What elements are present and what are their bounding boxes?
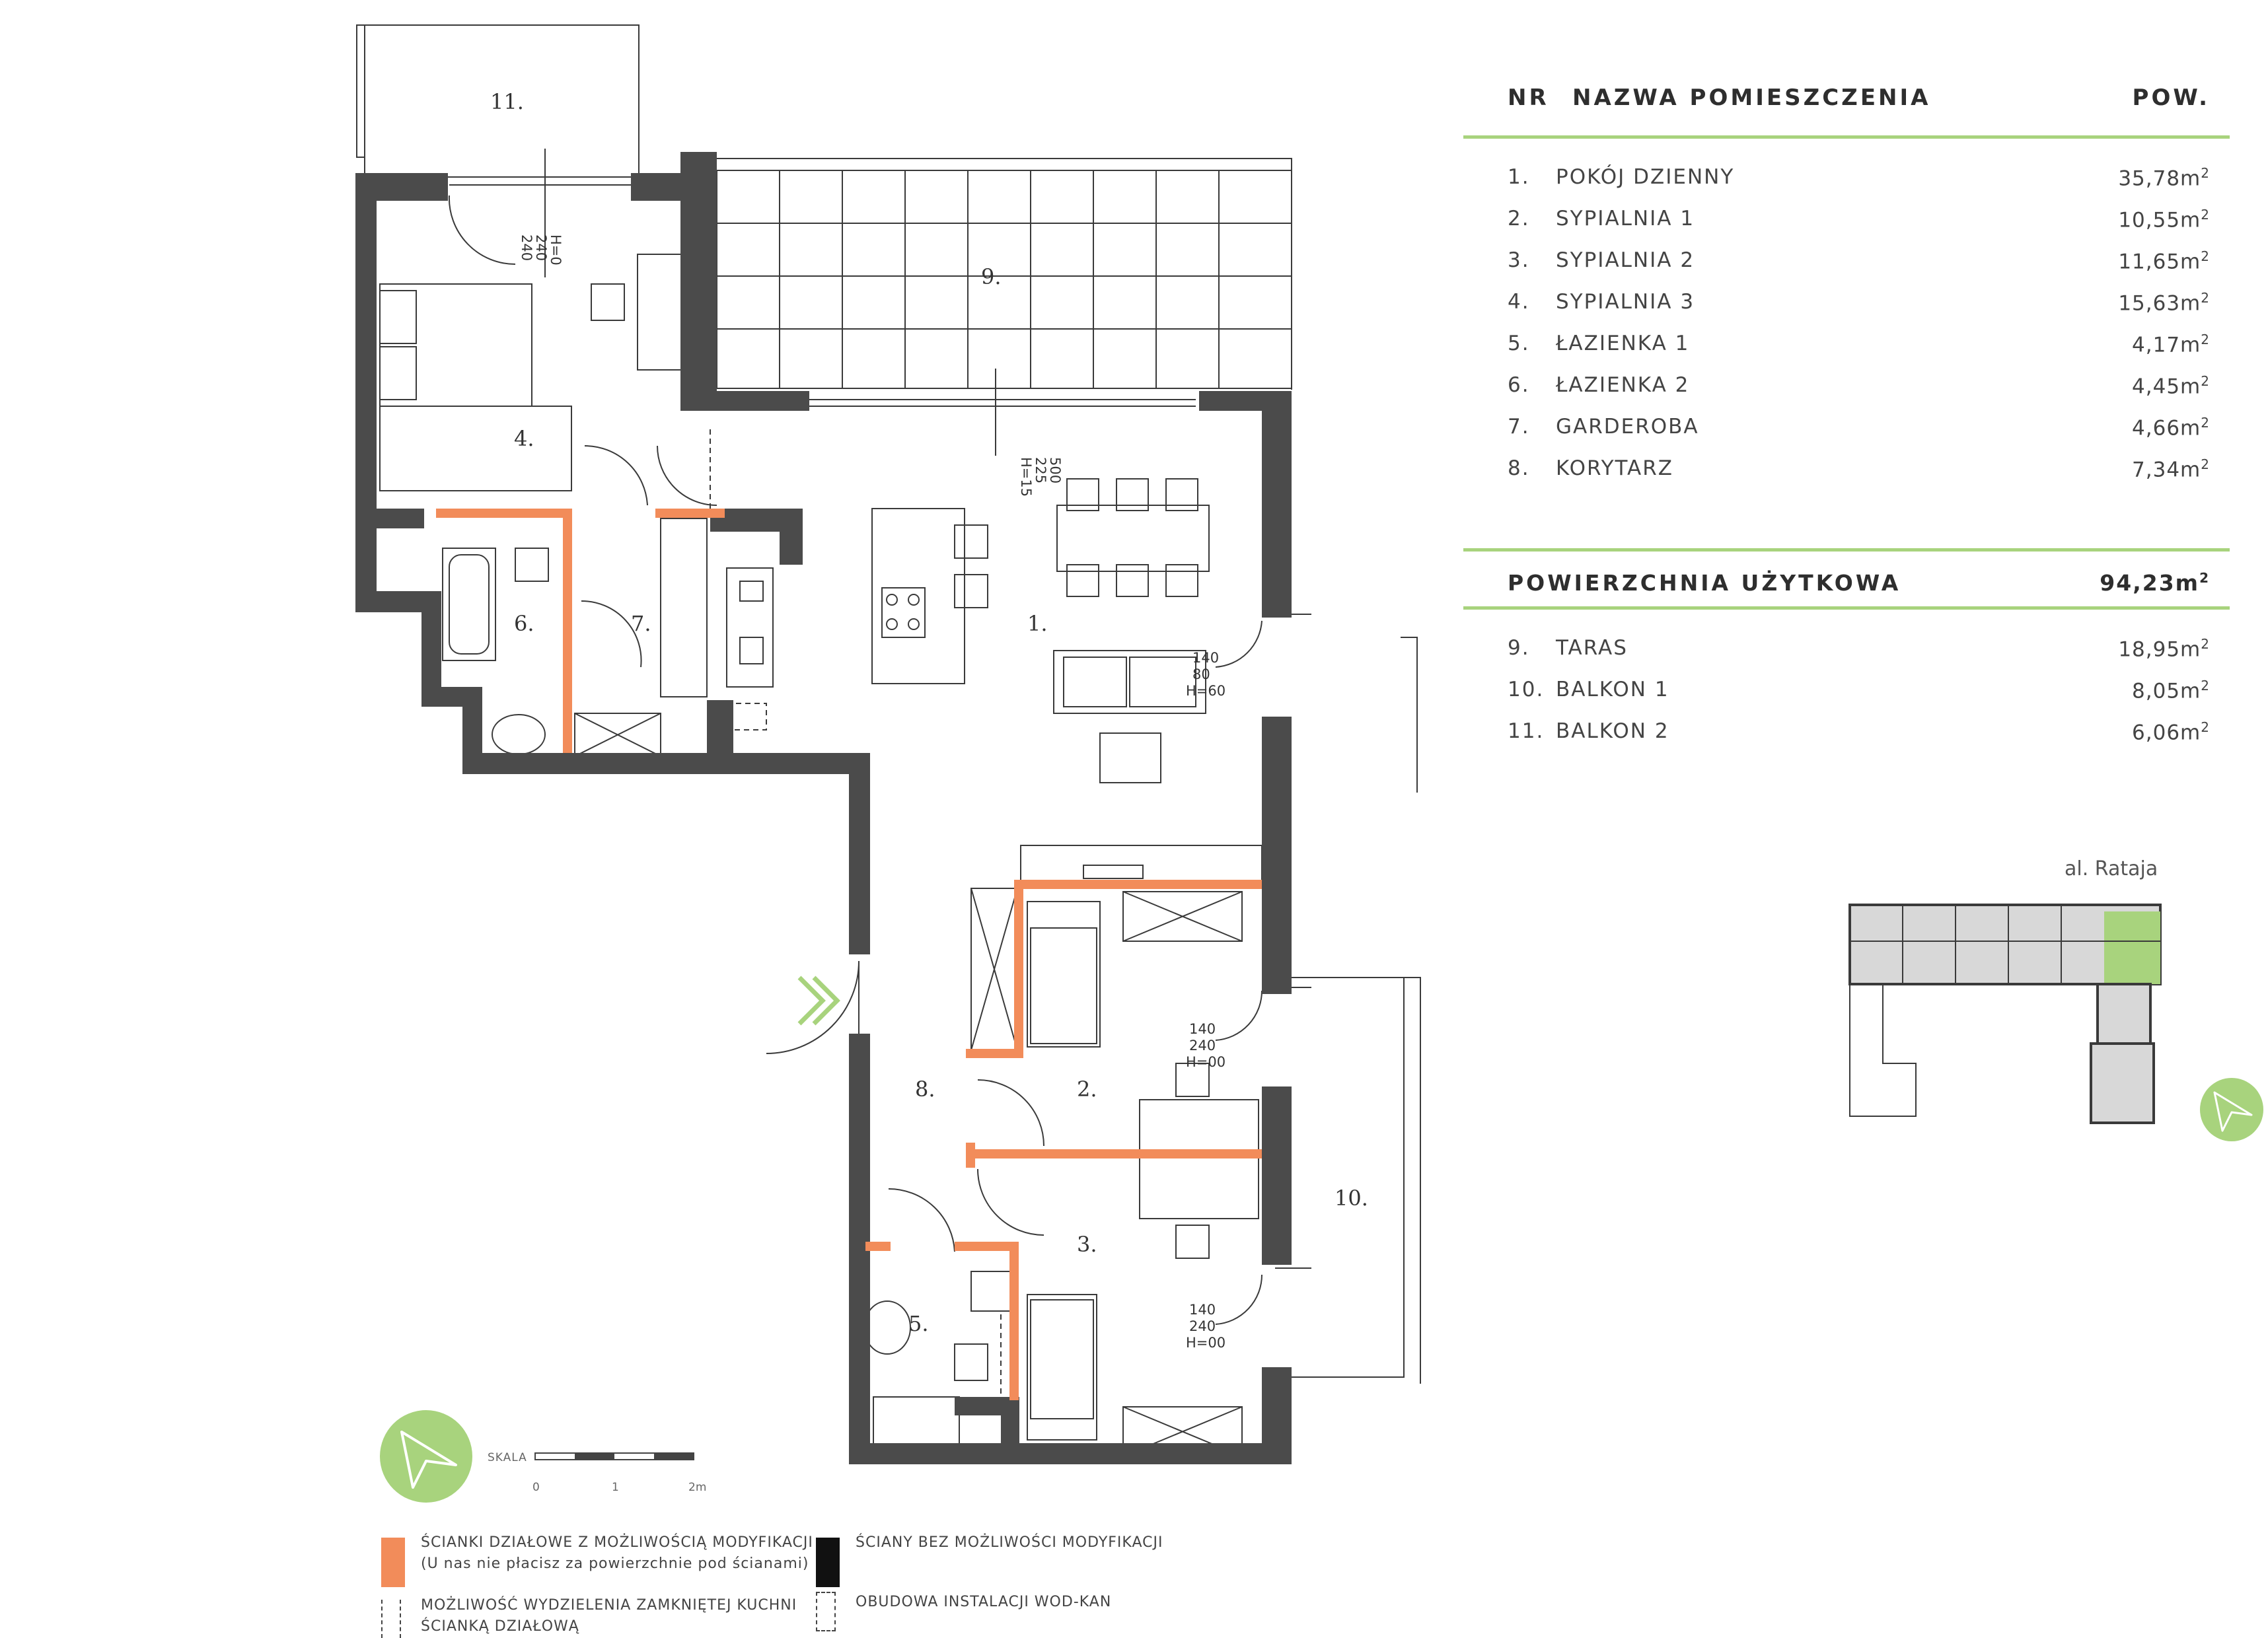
table-row: 1.POKÓJ DZIENNY 35,78m2 — [1508, 165, 2210, 191]
window-dims-bedroom2: 140 240 H=00 — [1186, 1302, 1225, 1351]
bathtub — [442, 548, 496, 661]
divider — [1463, 548, 2230, 552]
svg-text:80: 80 — [1192, 666, 1210, 682]
room-label-8: 8. — [915, 1077, 935, 1102]
scale-mark-0: 0 — [532, 1481, 540, 1494]
svg-text:H=00: H=00 — [1186, 1335, 1225, 1351]
table-row: 7.GARDEROBA 4,66m2 — [1508, 415, 2210, 441]
bed-room4 — [379, 283, 532, 407]
svg-text:140: 140 — [1189, 1302, 1216, 1318]
window-dims-living: 140 80 H=60 — [1186, 650, 1225, 699]
legend-kitchen-text: MOŻLIWOŚĆ WYDZIELENIA ZAMKNIĘTEJ KUCHNI … — [421, 1597, 797, 1635]
table-row: 2.SYPIALNIA 1 10,55m2 — [1508, 207, 2210, 232]
modifiable-partitions — [436, 509, 1262, 1400]
table-row: 10.BALKON 1 8,05m2 — [1508, 678, 2210, 703]
room-label-1: 1. — [1027, 611, 1048, 636]
room-label-4: 4. — [514, 426, 534, 451]
legend-black-swatch — [816, 1538, 840, 1587]
legend-orange-text: ŚCIANKI DZIAŁOWE Z MOŻLIWOŚCIĄ MODYFIKAC… — [421, 1534, 813, 1572]
locator-map — [1848, 904, 2263, 1141]
svg-text:H=00: H=00 — [1186, 1054, 1225, 1070]
legend-black-text: ŚCIANY BEZ MOŻLIWOŚCI MODYFIKACJI — [856, 1534, 1163, 1551]
svg-text:140: 140 — [1189, 1021, 1216, 1037]
svg-text:240: 240 — [519, 234, 534, 261]
scale-bar — [534, 1452, 694, 1460]
scale-mark-2: 2m — [688, 1481, 707, 1494]
svg-text:240: 240 — [1189, 1318, 1216, 1334]
table-row: 8.KORYTARZ 7,34m2 — [1508, 456, 2210, 482]
table-row: 4.SYPIALNIA 3 15,63m2 — [1508, 290, 2210, 316]
total-area-row: POWIERZCHNIA UŻYTKOWA 94,23m2 — [1508, 570, 2210, 596]
svg-text:H=60: H=60 — [1186, 683, 1225, 699]
svg-text:240: 240 — [1189, 1038, 1216, 1053]
legend-wodkan-text: OBUDOWA INSTALACJI WOD-KAN — [856, 1594, 1112, 1610]
table-row: 6.ŁAZIENKA 2 4,45m2 — [1508, 373, 2210, 399]
legend-kitchen-swatch — [381, 1600, 401, 1638]
svg-text:140: 140 — [1192, 650, 1219, 666]
entry-door-swing — [766, 960, 860, 1054]
svg-text:225: 225 — [1033, 457, 1048, 483]
room-label-3: 3. — [1077, 1232, 1097, 1257]
window-dims-terrace: 500 225 H=15 — [1018, 457, 1063, 497]
room-label-5: 5. — [908, 1311, 929, 1336]
table-header: NR NAZWA POMIESZCZENIA POW. — [1463, 85, 2230, 124]
legend-orange-swatch — [381, 1538, 405, 1587]
scale-mark-1: 1 — [612, 1481, 619, 1494]
kitchen-island — [871, 508, 965, 684]
terrace-9-grid — [716, 158, 1292, 390]
compass-icon — [380, 1410, 472, 1503]
table-row: 9.TARAS 18,95m2 — [1508, 636, 2210, 662]
room-label-7: 7. — [631, 611, 651, 636]
svg-text:H=0: H=0 — [548, 234, 564, 266]
table-row: 3.SYPIALNIA 2 11,65m2 — [1508, 248, 2210, 274]
divider — [1463, 606, 2230, 610]
street-label: al. Rataja — [2065, 857, 2158, 880]
entrance-arrow-icon — [797, 976, 840, 1026]
table-row: 11.BALKON 2 6,06m2 — [1508, 719, 2210, 745]
divider — [1463, 135, 2230, 139]
window-dims-bedroom1: 140 240 H=00 — [1186, 1021, 1225, 1070]
header-name: NAZWA POMIESZCZENIA — [1572, 85, 1931, 111]
legend-wodkan-swatch — [816, 1592, 836, 1631]
room-label-11: 11. — [490, 89, 524, 114]
balcony-10-outline — [1292, 637, 1421, 1384]
room-label-10: 10. — [1335, 1186, 1368, 1211]
room-label-9: 9. — [981, 264, 1002, 289]
balcony-11-rail — [356, 24, 365, 158]
header-nr: NR — [1508, 85, 1549, 111]
svg-text:500: 500 — [1047, 457, 1063, 483]
room-label-2: 2. — [1077, 1077, 1097, 1102]
scale-title: SKALA — [488, 1451, 527, 1464]
room-label-6: 6. — [514, 611, 534, 636]
header-area: POW. — [2132, 85, 2210, 111]
svg-text:H=15: H=15 — [1018, 457, 1034, 497]
window-dims-top: 240 240 H=0 — [519, 234, 564, 266]
svg-text:240: 240 — [533, 234, 549, 261]
table-row: 5.ŁAZIENKA 1 4,17m2 — [1508, 332, 2210, 357]
dining-table — [1056, 505, 1210, 572]
load-bearing-walls — [355, 152, 1292, 1464]
locator-compass-icon — [2200, 1078, 2263, 1141]
sofa — [1053, 650, 1206, 714]
